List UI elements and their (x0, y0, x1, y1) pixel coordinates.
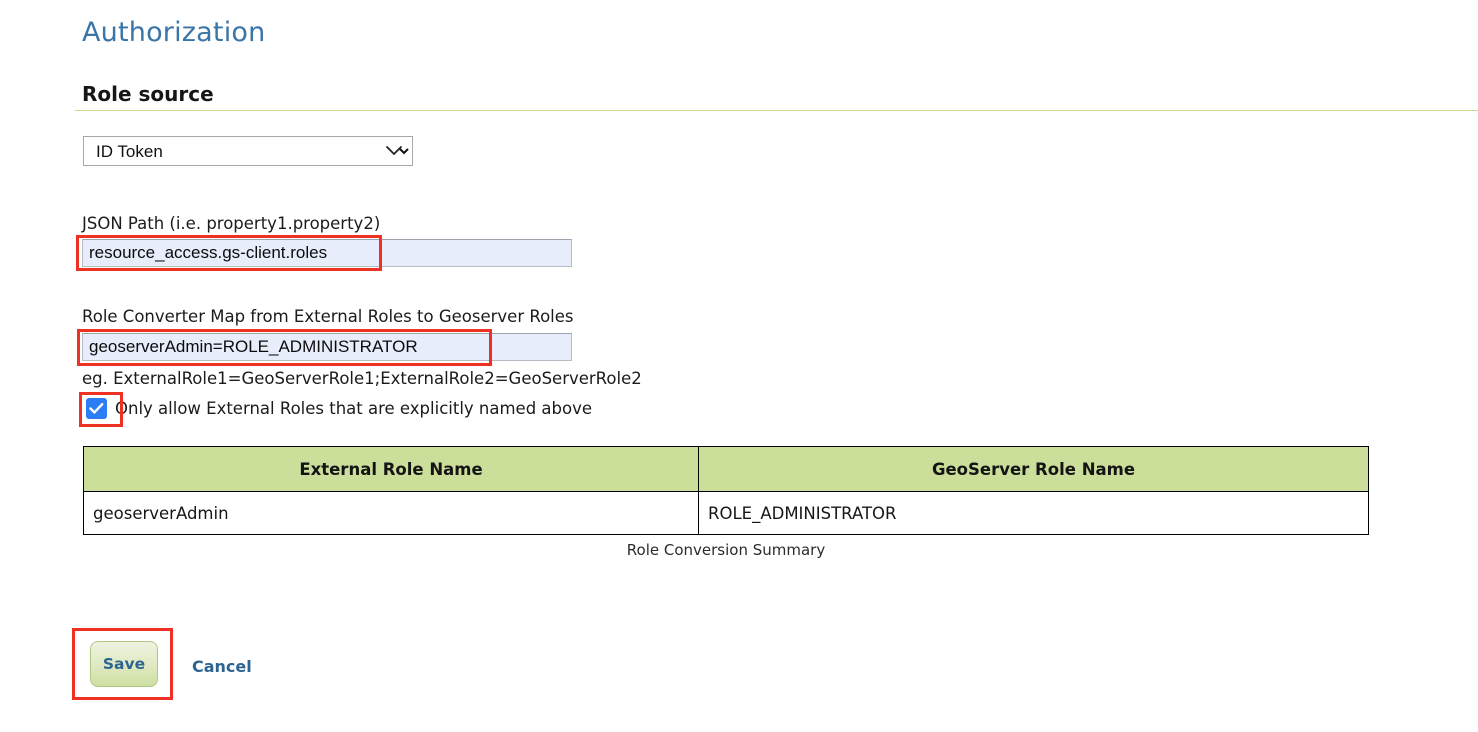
table-row: geoserverAdmin ROLE_ADMINISTRATOR (83, 491, 1369, 535)
cancel-link[interactable]: Cancel (192, 657, 252, 676)
role-source-select[interactable]: ID Token (83, 136, 413, 166)
role-converter-hint: eg. ExternalRole1=GeoServerRole1;Externa… (82, 369, 642, 388)
cell-geoserver-role-name: ROLE_ADMINISTRATOR (698, 491, 1369, 535)
only-allow-external-roles-label: Only allow External Roles that are expli… (115, 398, 593, 418)
role-converter-input[interactable] (82, 333, 572, 361)
role-converter-label: Role Converter Map from External Roles t… (82, 307, 574, 326)
table-header-external-role-name: External Role Name (83, 446, 699, 492)
only-allow-external-roles-checkbox[interactable] (86, 398, 107, 419)
role-conversion-table: External Role Name GeoServer Role Name g… (83, 446, 1369, 535)
table-caption: Role Conversion Summary (626, 541, 826, 559)
save-button[interactable]: Save (90, 641, 158, 687)
cell-external-role-name: geoserverAdmin (83, 491, 699, 535)
page-title: Authorization (82, 17, 266, 48)
section-title-role-source: Role source (82, 82, 214, 106)
table-header-geoserver-role-name: GeoServer Role Name (698, 446, 1369, 492)
only-allow-external-roles-row: Only allow External Roles that are expli… (86, 398, 592, 419)
table-header-row: External Role Name GeoServer Role Name (83, 446, 1369, 492)
section-divider (75, 110, 1478, 111)
json-path-input[interactable] (82, 239, 572, 267)
json-path-label: JSON Path (i.e. property1.property2) (82, 214, 381, 233)
